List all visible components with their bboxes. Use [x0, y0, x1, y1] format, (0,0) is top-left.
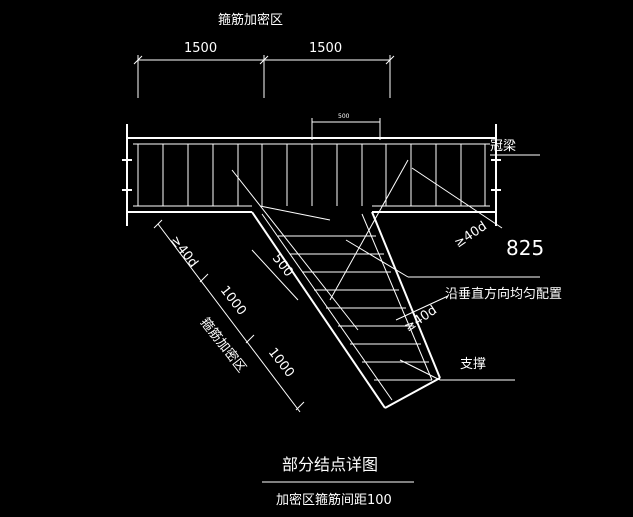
anchorage-bars [231, 159, 409, 331]
right-40d-top-label: ≥40d [452, 219, 490, 251]
crown-beam [122, 124, 501, 226]
num-825-label: 825 [506, 236, 544, 260]
diag-1000-b-label: 1000 [265, 345, 297, 380]
left-40d-label: ≥40d [167, 233, 201, 270]
top-zone-label: 箍筋加密区 [218, 12, 283, 28]
support-label: 支撑 [460, 357, 486, 372]
beam-rebar [133, 143, 490, 207]
dim-left-label: 1500 [184, 41, 217, 56]
diag-zone-label: 箍筋加密区 [197, 315, 250, 376]
dim-small-label: 500 [338, 113, 350, 120]
subtitle-label: 加密区箍筋间距100 [276, 492, 392, 508]
diagonal-support [251, 211, 441, 409]
diag-500-label: 500 [269, 251, 296, 280]
top-dimension [133, 55, 395, 98]
crown-beam-label: 冠梁 [490, 139, 516, 154]
vertical-note-label: 沿垂直方向均匀配置 [445, 286, 562, 302]
right-dimensions [345, 167, 540, 381]
dim-right-label: 1500 [309, 41, 342, 56]
left-diagonal-dimension [153, 219, 305, 413]
small-dimension [311, 118, 381, 140]
title-label: 部分结点详图 [282, 455, 378, 474]
diag-1000-a-label: 1000 [217, 283, 249, 318]
support-rebar [261, 213, 433, 401]
